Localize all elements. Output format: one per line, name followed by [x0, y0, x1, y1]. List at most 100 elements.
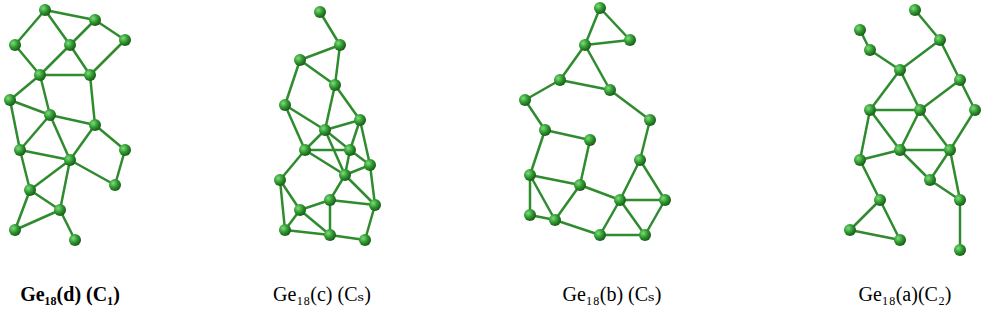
ge-atom	[44, 109, 56, 121]
ge-atom	[659, 194, 671, 206]
ge-atom	[584, 134, 596, 146]
ge-atom	[89, 14, 101, 26]
bond-line	[285, 105, 305, 150]
bond-line	[285, 230, 330, 235]
bond-line	[850, 230, 900, 240]
ge-atom	[524, 169, 536, 181]
ge-atom	[894, 144, 906, 156]
bond-line	[580, 140, 590, 185]
ge-atom	[954, 74, 966, 86]
bond-line	[90, 40, 125, 75]
ge-atom	[969, 104, 981, 116]
bond-line	[600, 234, 645, 237]
ge-atom	[119, 144, 131, 156]
bond-line	[900, 70, 920, 110]
bond-line	[620, 200, 645, 235]
bond-line	[15, 210, 60, 230]
ge-atom	[909, 4, 921, 16]
bond-line	[300, 60, 335, 85]
bond-line	[530, 175, 580, 185]
bond-line	[900, 150, 930, 180]
bond-line	[900, 40, 940, 70]
bond-line	[50, 115, 95, 125]
bond-line	[15, 10, 45, 45]
ge-atom	[624, 34, 636, 46]
bond-line	[900, 149, 950, 152]
bond-line	[40, 74, 90, 77]
bond-line	[280, 180, 285, 230]
ge-atom	[854, 154, 866, 166]
bond-line	[585, 45, 610, 90]
bond-line	[305, 149, 350, 152]
ge-atom	[279, 99, 291, 111]
ge-atom	[314, 6, 326, 18]
bond-line	[860, 150, 900, 160]
bond-line	[880, 200, 900, 240]
bond-line	[305, 150, 345, 175]
ge-atom	[924, 174, 936, 186]
ge-atom	[369, 199, 381, 211]
bond-line	[870, 70, 900, 110]
ge-atom	[634, 154, 646, 166]
ge-atom	[274, 174, 286, 186]
bond-line	[860, 110, 870, 160]
bond-line	[10, 100, 50, 115]
structure-label: Ge₁₈(a)(C₂)	[858, 282, 951, 306]
ge-atom	[594, 229, 606, 241]
bond-line	[560, 80, 610, 90]
bond-line	[285, 60, 300, 105]
ge-atom	[319, 124, 331, 136]
ge-atom	[39, 4, 51, 16]
bond-line	[620, 160, 640, 200]
bond-line	[300, 45, 340, 60]
bond-line	[60, 160, 70, 210]
ge-atom	[279, 224, 291, 236]
ge-atom	[864, 44, 876, 56]
ge-atom	[64, 39, 76, 51]
bond-line	[610, 90, 650, 120]
bond-line	[959, 200, 962, 250]
bond-line	[335, 45, 340, 85]
ge-atom	[614, 194, 626, 206]
ge-atom	[109, 179, 121, 191]
ge-atom	[294, 204, 306, 216]
ge-atom	[4, 94, 16, 106]
bond-line	[950, 150, 960, 200]
ge-atom	[854, 24, 866, 36]
ge-atom	[944, 144, 956, 156]
ge-cluster	[844, 4, 981, 256]
bond-line	[20, 150, 70, 160]
bond-line	[555, 185, 580, 220]
bond-line	[45, 10, 70, 45]
ge-atom	[299, 144, 311, 156]
ge-atom	[69, 234, 81, 246]
bond-line	[345, 175, 375, 205]
bond-line	[950, 110, 975, 150]
ge-atom	[894, 234, 906, 246]
structure-label: Ge₁₈(d) (C₁)	[20, 282, 120, 306]
ge-atom	[324, 194, 336, 206]
ge-atom	[894, 64, 906, 76]
bond-line	[580, 185, 620, 200]
ge-atom	[24, 184, 36, 196]
ge-atom	[554, 74, 566, 86]
structure-label: Ge₁₈(c) (Cₛ)	[273, 282, 371, 306]
ge-atom	[524, 209, 536, 221]
ge-atom	[89, 119, 101, 131]
ge-atom	[14, 144, 26, 156]
bond-line	[545, 130, 590, 140]
ge-atom	[329, 79, 341, 91]
bond-line	[870, 109, 920, 112]
ge-atom	[54, 204, 66, 216]
bond-line	[555, 220, 600, 235]
ge-cluster	[519, 2, 671, 241]
structure-label: Ge₁₈(b) (Cₛ)	[563, 282, 662, 306]
bond-line	[600, 200, 620, 235]
bond-line	[585, 40, 630, 45]
ge-atom	[914, 104, 926, 116]
ge-atom	[119, 34, 131, 46]
ge-atom	[84, 69, 96, 81]
ge-atom	[549, 214, 561, 226]
ge-atom	[364, 159, 376, 171]
bond-line	[50, 115, 70, 160]
